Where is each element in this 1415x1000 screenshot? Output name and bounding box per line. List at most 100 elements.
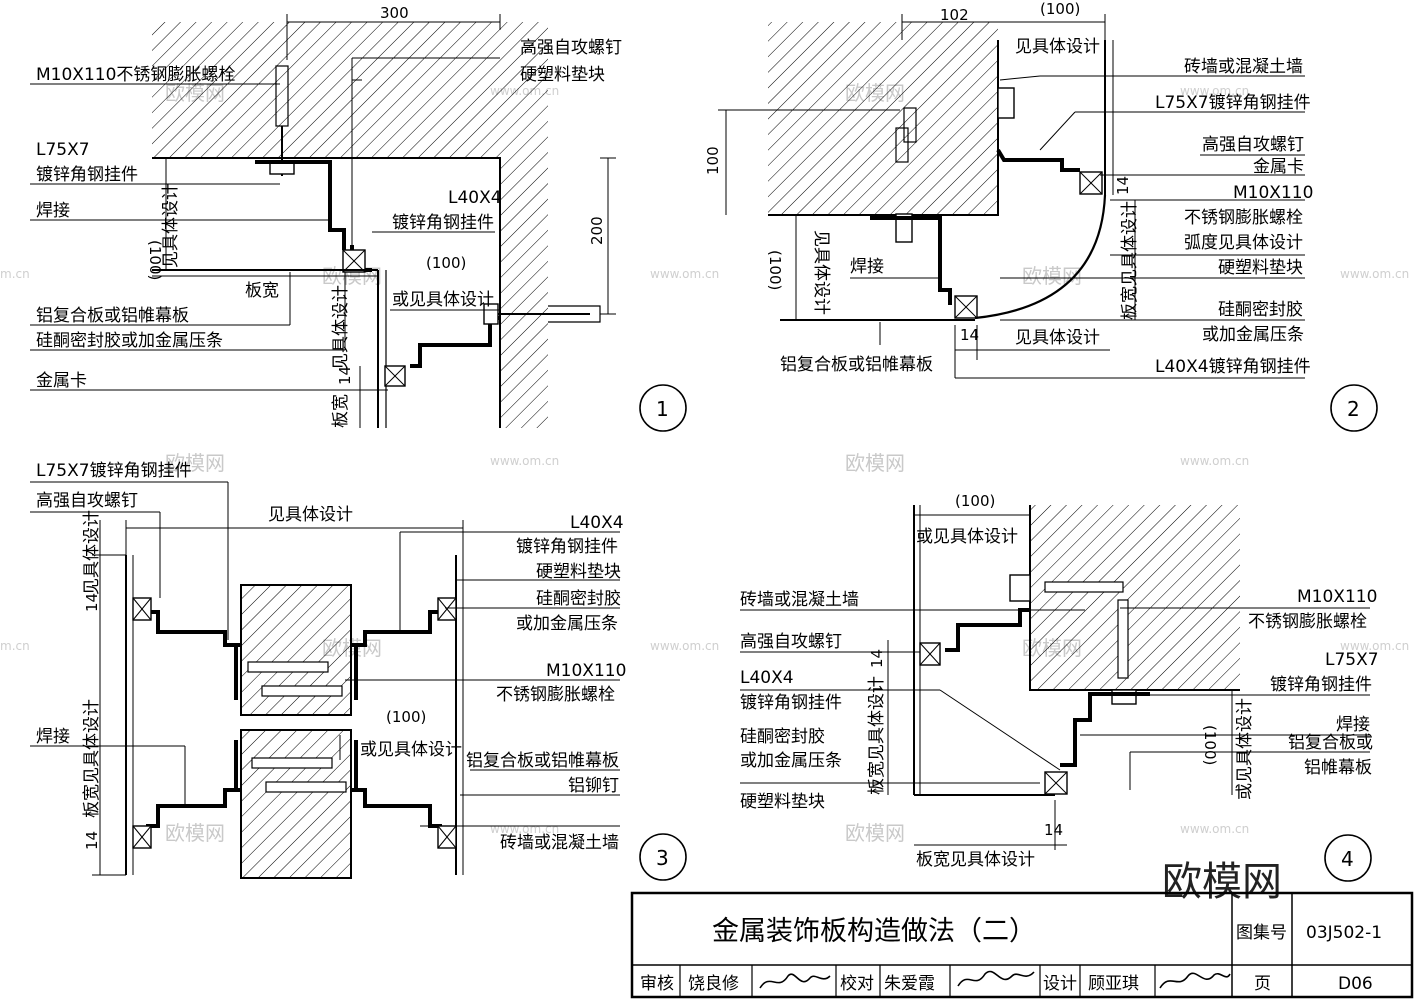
label-angle40-code: L40X4 <box>740 668 794 688</box>
angle-right-bottom <box>351 788 442 840</box>
label-wall: 砖墙或混凝土墙 <box>740 590 859 610</box>
review-label: 审核 <box>640 974 674 994</box>
detail-number: 2 <box>1347 397 1360 421</box>
label-screw: 高强自攻螺钉 <box>740 632 842 652</box>
signature-designer <box>1159 972 1231 989</box>
label-pad: 硬塑料垫块 <box>520 65 605 85</box>
detail-3-text: L75X7镀锌角钢挂件 高强自攻螺钉 见具体设计 L40X4 镀锌角钢挂件 硬塑… <box>36 461 626 853</box>
label-wall: 砖墙或混凝土墙 <box>500 833 619 853</box>
label-angle75: L75X7镀锌角钢挂件 <box>1155 93 1311 113</box>
label-bolt-desc: 不锈钢膨胀螺栓 <box>1248 612 1367 632</box>
atlas-label: 图集号 <box>1236 923 1287 943</box>
label-angle40-code: L40X4 <box>448 188 502 208</box>
watermark-url: www.om.cn <box>1340 267 1409 281</box>
label-side-bottom: 板宽见具体设计 <box>82 699 102 818</box>
watermark-url: www.om.cn <box>1180 822 1249 836</box>
page-label: 页 <box>1254 974 1271 994</box>
label-angle75-desc: 镀锌角钢挂件 <box>36 165 138 185</box>
check-label: 校对 <box>840 974 874 994</box>
dim-100-left: (100) <box>766 250 784 290</box>
label-angle75-code: L75X7 <box>1325 650 1379 670</box>
dim-100: (100) <box>955 492 995 510</box>
atlas-number: 03J502-1 <box>1306 923 1382 943</box>
design-label: 设计 <box>1043 974 1077 994</box>
watermark-url: www.om.cn <box>1180 84 1249 98</box>
drawing-title: 金属装饰板构造做法（二） <box>712 916 1036 947</box>
watermark-url: www.om.cn <box>650 267 719 281</box>
dim-102: 102 <box>940 6 969 24</box>
label-board-width: 板宽 <box>245 281 279 301</box>
label-sealant-a: 硅酮密封胶 <box>1218 300 1303 320</box>
detail-4-marker: 4 <box>1324 834 1372 882</box>
label-side-top: 见具体设计 <box>82 510 102 595</box>
label-weld: 焊接 <box>36 201 70 221</box>
label-wall: 砖墙或混凝土墙 <box>1184 57 1303 77</box>
bolt-shape <box>251 757 333 769</box>
label-sealant-b: 或加金属压条 <box>1202 325 1304 345</box>
label-panel: 铝复合板或铝帷幕板 <box>466 751 619 771</box>
label-bolt: M10X110不锈钢膨胀螺栓 <box>36 65 235 85</box>
detail-4-text: (100) 或见具体设计 砖墙或混凝土墙 高强自攻螺钉 L40X4 镀锌角钢挂件… <box>740 492 1379 870</box>
label-angle40-code: L40X4 <box>570 513 624 533</box>
label-see-design: 见具体设计 <box>1015 37 1100 57</box>
label-see-design: 见具体设计 <box>268 505 353 525</box>
label-angle75-code: L75X7 <box>36 140 90 160</box>
label-left-note: 见具体设计 <box>811 230 831 315</box>
wall-hatch <box>768 22 998 215</box>
checker-name: 朱爱霞 <box>884 974 935 994</box>
label-screw: 高强自攻螺钉 <box>1202 135 1304 155</box>
dim-100: (100) <box>386 708 426 726</box>
watermark-url-edge: m.cn <box>0 639 30 653</box>
bolt-shape <box>265 781 347 793</box>
title-block <box>630 891 1414 999</box>
dim-14-bottom: 14 <box>83 831 101 850</box>
label-angle75: L75X7镀锌角钢挂件 <box>36 461 192 481</box>
dim-14: 14 <box>1044 821 1063 839</box>
label-bottom-note: 见具体设计 <box>1015 328 1100 348</box>
label-bolt-desc: 不锈钢膨胀螺栓 <box>1184 208 1303 228</box>
label-or-design: 或见具体设计 <box>916 527 1018 547</box>
bolt-shape <box>903 107 917 143</box>
dim-14-vertical: 14 <box>868 649 886 668</box>
label-panel: 铝复合板或铝帷幕板 <box>36 306 189 326</box>
label-screw: 高强自攻螺钉 <box>36 491 138 511</box>
label-bolt-desc: 不锈钢膨胀螺栓 <box>496 685 615 705</box>
detail-1-text: 300 M10X110不锈钢膨胀螺栓 高强自攻螺钉 硬塑料垫块 L75X7 镀锌… <box>36 4 622 428</box>
label-pad: 硬塑料垫块 <box>740 792 825 812</box>
label-angle40: L40X4镀锌角钢挂件 <box>1155 357 1311 377</box>
detail-3-marker: 3 <box>639 833 687 881</box>
watermark-url: www.om.cn <box>650 639 719 653</box>
watermarks: 欧模网 欧模网 欧模网 欧模网 欧模网 欧模网 欧模网 欧模网 欧模网 欧模网 … <box>0 81 1409 845</box>
wall-outline <box>152 157 501 428</box>
dim-14: 14 <box>960 326 979 344</box>
label-or-design: 或见具体设计 <box>360 740 462 760</box>
title-block-text: 金属装饰板构造做法（二） 图集号 03J502-1 审核 饶良修 校对 朱爱霞 … <box>640 916 1382 994</box>
detail-1 <box>30 14 616 428</box>
watermark-url: www.om.cn <box>1180 454 1249 468</box>
label-bolt-code: M10X110 <box>546 661 626 681</box>
label-width-note: 见具体设计 <box>161 183 181 268</box>
bolt-shape <box>261 685 343 697</box>
dim-100: (100) <box>1040 0 1080 18</box>
watermark-text: 欧模网 <box>165 451 225 475</box>
dim-100-vertical: (100) <box>146 240 164 280</box>
watermark-text: 欧模网 <box>1022 264 1082 288</box>
dim-14-top: 14 <box>83 593 101 612</box>
watermark-text: 欧模网 <box>845 451 905 475</box>
watermark-text: 欧模网 <box>845 821 905 845</box>
label-angle75-desc: 镀锌角钢挂件 <box>1270 675 1372 695</box>
detail-2-text: 102 (100) 见具体设计 砖墙或混凝土墙 L75X7镀锌角钢挂件 高强自攻… <box>704 0 1313 377</box>
dim-14-vertical: 14 <box>1114 176 1132 195</box>
label-weld: 焊接 <box>850 257 884 277</box>
detail-2 <box>718 14 1305 379</box>
wall-hatch <box>240 729 352 879</box>
bolt-shape <box>895 127 909 163</box>
wall-outline <box>1029 505 1240 691</box>
label-pad: 硬塑料垫块 <box>536 562 621 582</box>
dim-100-vertical: 100 <box>704 146 722 175</box>
label-bolt-code: M10X110 <box>1233 183 1313 203</box>
detail-2-marker: 2 <box>1330 384 1378 432</box>
bolt-shape <box>247 661 329 673</box>
label-screw: 高强自攻螺钉 <box>520 38 622 58</box>
